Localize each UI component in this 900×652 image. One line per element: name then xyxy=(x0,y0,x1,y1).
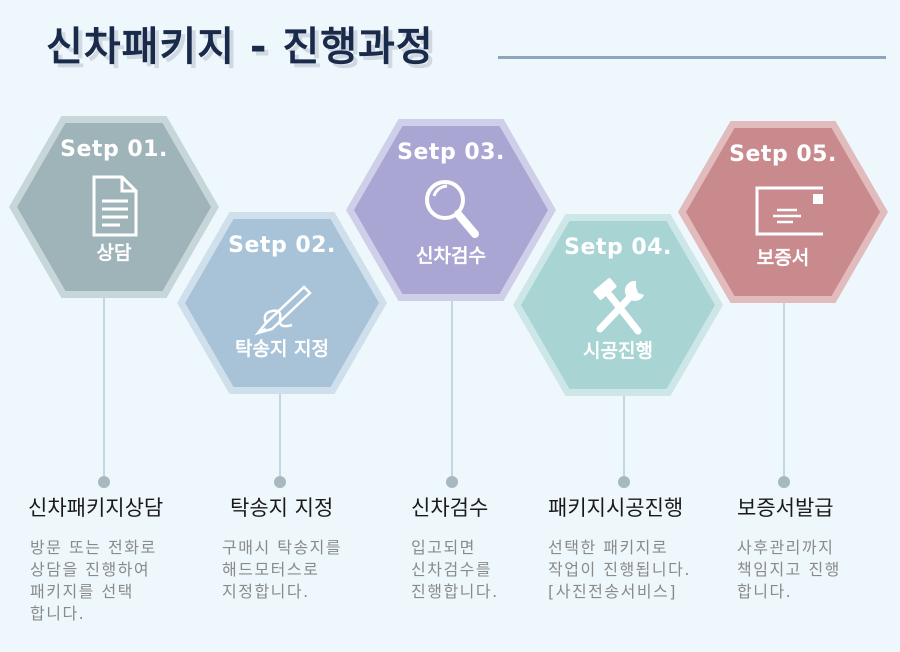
step2-title: 탁송지 지정 xyxy=(230,496,334,520)
step5-title: 보증서발급 xyxy=(737,496,834,520)
step5-hexagon: Setp 05. 보증서 xyxy=(678,121,888,303)
step1-hexagon: Setp 01. 상담 xyxy=(9,116,219,298)
step1-label: Setp 01. xyxy=(60,137,168,162)
step2-dot xyxy=(274,476,286,488)
step3-dot xyxy=(446,476,458,488)
step3-label: Setp 03. xyxy=(397,140,505,165)
pen-icon xyxy=(254,285,312,336)
step1-dot xyxy=(98,476,110,488)
step2-connector xyxy=(279,388,281,482)
step3-description: 입고되면 신차검수를 진행합니다. xyxy=(411,538,499,601)
envelope-icon xyxy=(755,186,823,236)
step3-title: 신차검수 xyxy=(411,496,489,520)
page-title: 신차패키지 - 진행과정 xyxy=(46,24,434,70)
tools-icon xyxy=(593,278,644,335)
step4-title: 패키지시공진행 xyxy=(548,496,684,520)
step1-description: 방문 또는 전화로 상담을 진행하여 패키지를 선택 합니다. xyxy=(30,538,157,623)
step3-connector xyxy=(451,295,453,482)
step2-label: Setp 02. xyxy=(228,233,336,258)
magnifier-icon xyxy=(425,180,479,238)
step1-title: 신차패키지상담 xyxy=(28,496,164,520)
step4-hexagon: Setp 04. 시공진행 xyxy=(513,214,723,396)
title-divider xyxy=(498,56,886,59)
step2-description: 구매시 탁송지를 해드모터스로 지정합니다. xyxy=(222,538,343,601)
step4-dot xyxy=(618,476,630,488)
step3-hexagon: Setp 03. 신차검수 xyxy=(346,119,556,301)
document-icon xyxy=(92,175,138,237)
step1-name: 상담 xyxy=(96,242,132,264)
step5-label: Setp 05. xyxy=(729,142,837,167)
step2-hexagon: Setp 02. 탁송지 지정 xyxy=(177,212,387,394)
step5-name: 보증서 xyxy=(756,247,810,269)
step1-connector xyxy=(103,290,105,482)
step3-name: 신차검수 xyxy=(416,245,486,267)
step4-label: Setp 04. xyxy=(564,235,672,260)
step2-name: 탁송지 지정 xyxy=(234,338,329,360)
step5-dot xyxy=(778,476,790,488)
step4-connector xyxy=(623,390,625,482)
step5-connector xyxy=(783,297,785,482)
step4-description: 선택한 패키지로 작업이 진행됩니다. [사진전송서비스] xyxy=(548,538,691,601)
step5-description: 사후관리까지 책임지고 진행 합니다. xyxy=(737,538,841,601)
step4-name: 시공진행 xyxy=(583,340,653,362)
